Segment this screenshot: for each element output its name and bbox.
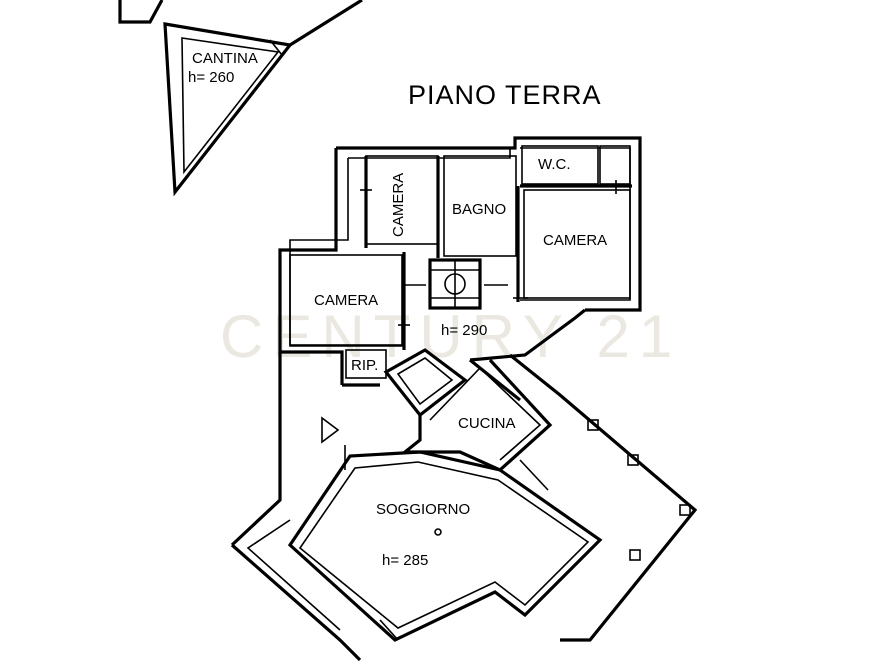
room-height-cantina: h= 260 (188, 69, 234, 86)
watermark: CENTURY 21 (220, 303, 681, 370)
room-height-soggiorno: h= 285 (382, 552, 428, 569)
cucina-walls (342, 348, 553, 472)
room-label-soggiorno: SOGGIORNO (376, 501, 470, 518)
house-outer-walls (230, 136, 698, 662)
room-label-cantina: CANTINA (192, 50, 258, 67)
room-partitions (289, 145, 632, 350)
ceiling-light-symbol (434, 528, 442, 536)
soggiorno-walls (287, 416, 691, 642)
room-label-wc: W.C. (538, 156, 571, 173)
cantina-outline (118, 0, 363, 197)
room-label-cucina: CUCINA (458, 415, 516, 432)
zone-height-290: h= 290 (441, 322, 487, 339)
room-label-rip: RIP. (351, 357, 378, 374)
plan-title: PIANO TERRA (408, 80, 602, 110)
room-label-camera-top: CAMERA (390, 173, 407, 237)
room-label-bagno: BAGNO (452, 201, 506, 218)
room-label-camera-right: CAMERA (543, 232, 607, 249)
room-label-camera-left: CAMERA (314, 292, 378, 309)
